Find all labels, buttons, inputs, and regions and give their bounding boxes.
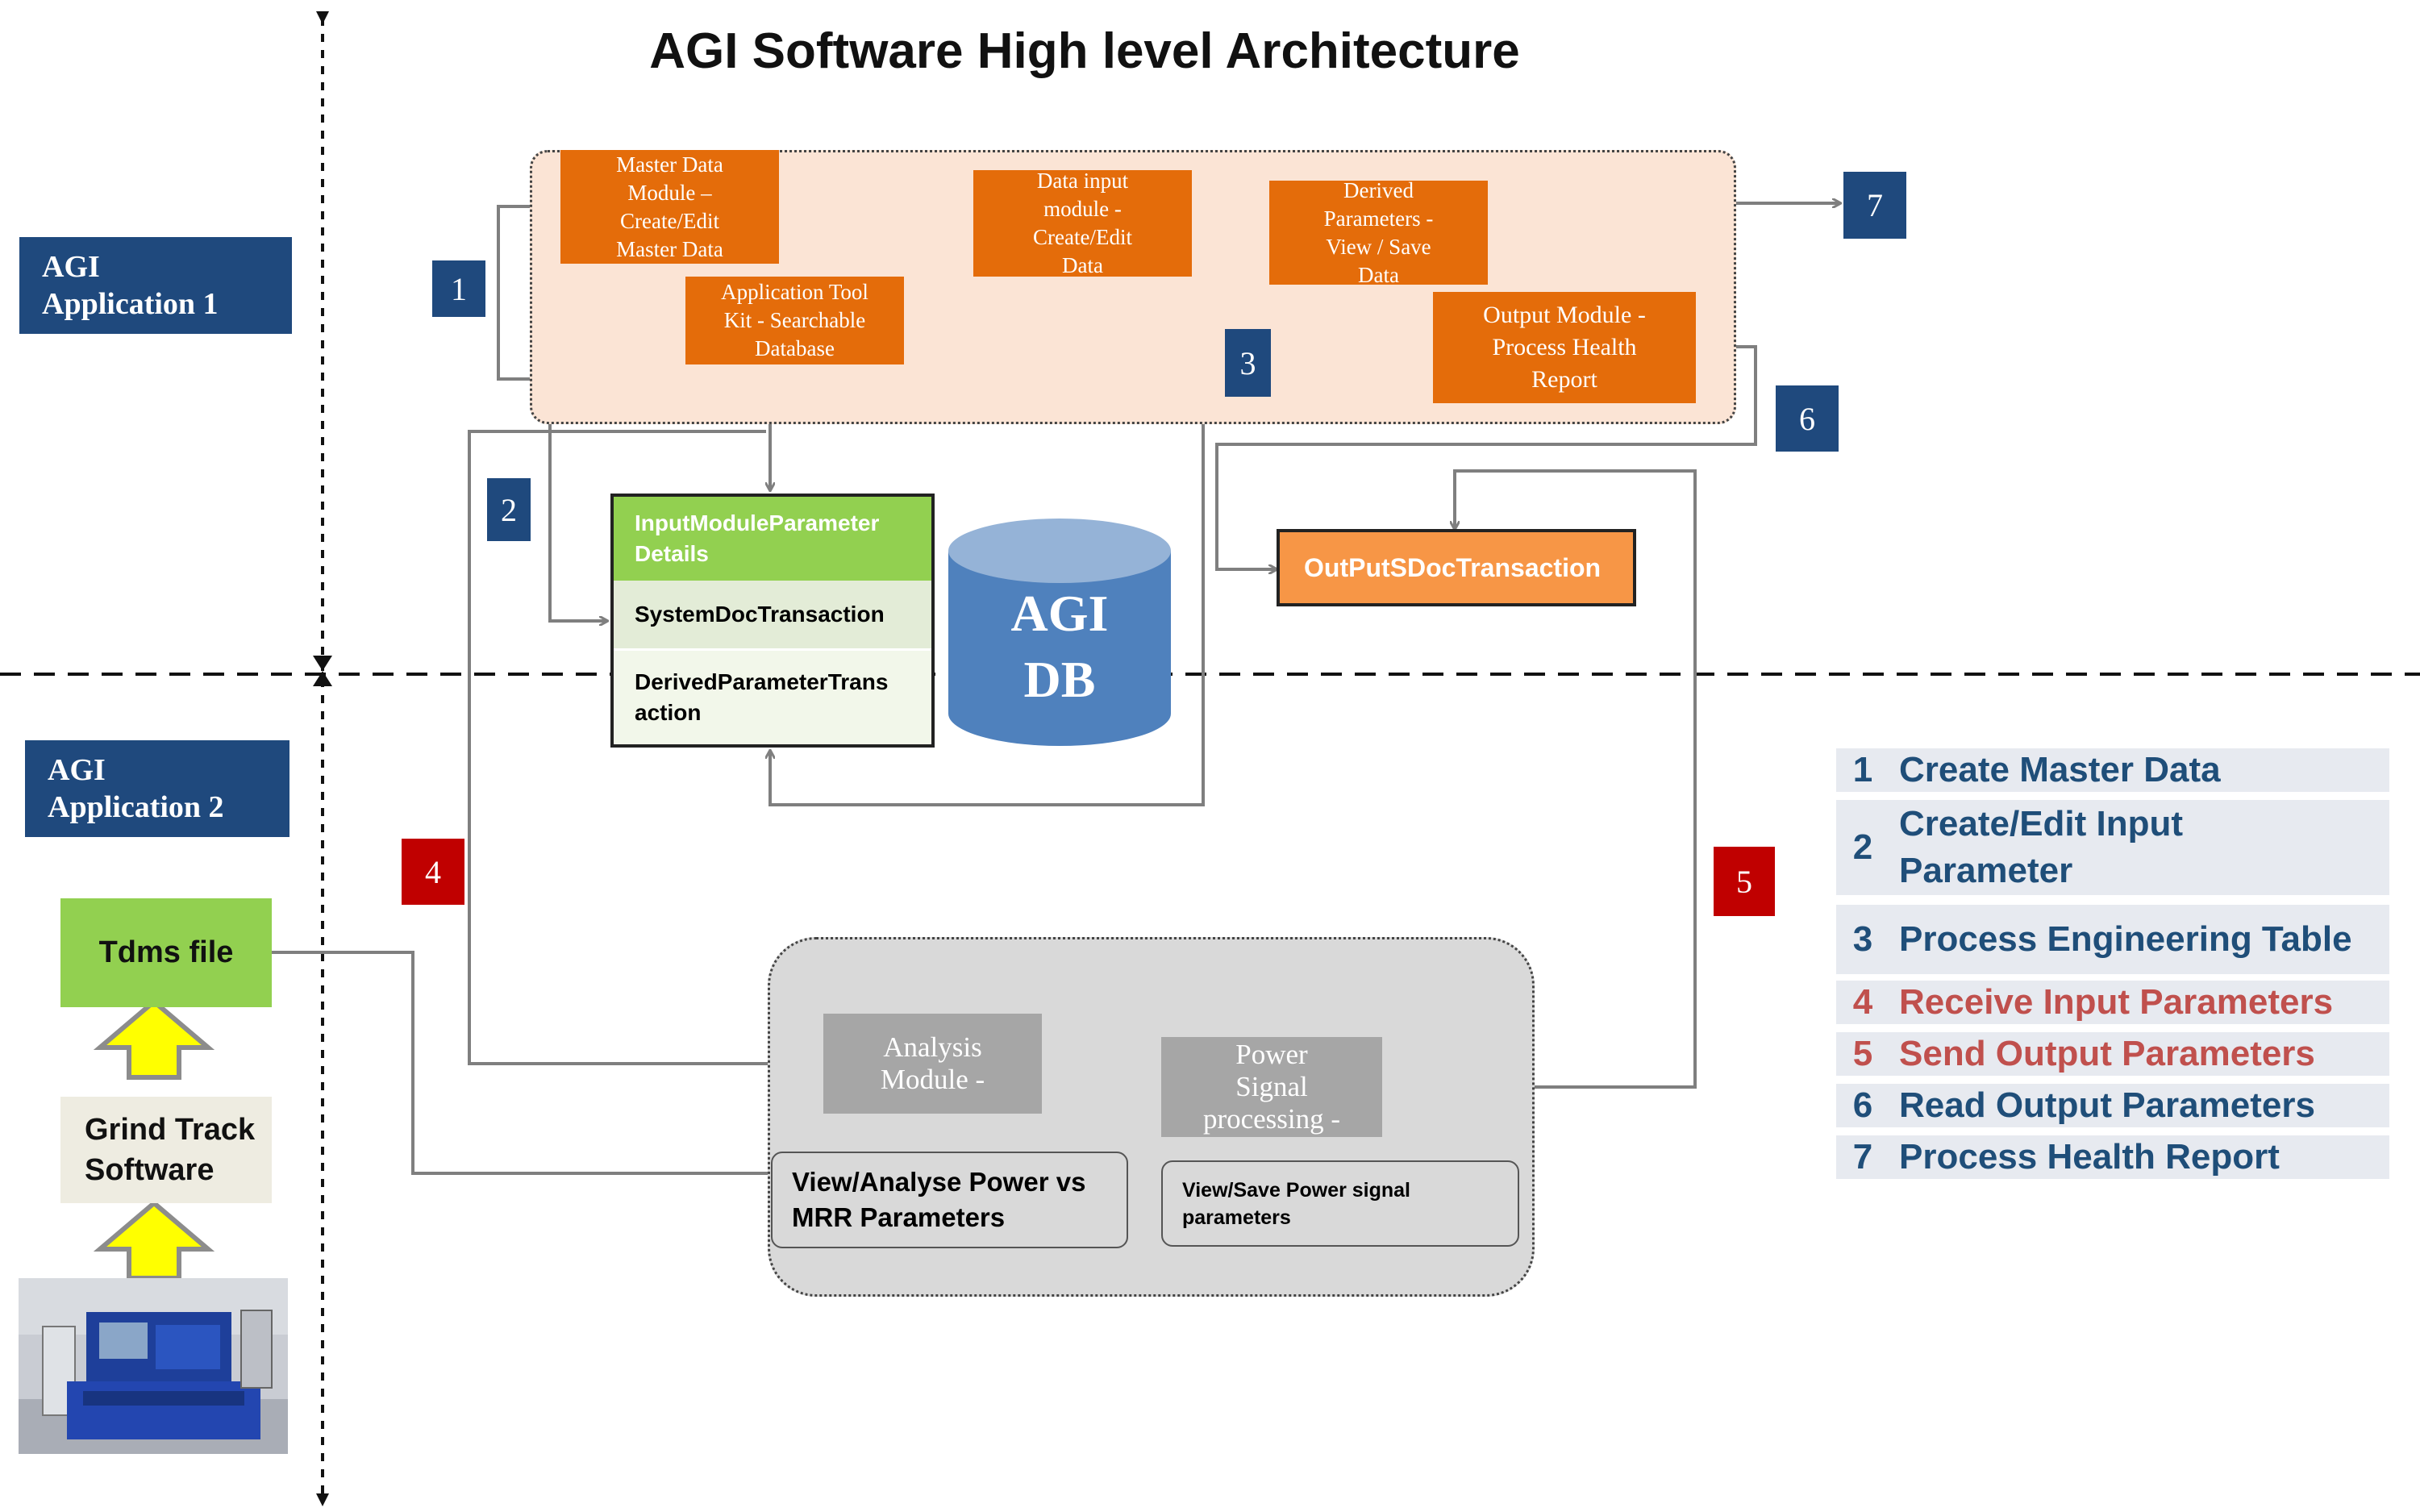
grinding-machine-image [19,1278,288,1454]
legend-row: 5 Send Output Parameters [1836,1032,2389,1076]
legend-row: 4 Receive Input Parameters [1836,981,2389,1024]
analysis-module[interactable]: Analysis Module - [823,1014,1042,1114]
app1-label-line: AGI [42,250,100,284]
up-arrow-icon [93,1200,215,1281]
module-text-line: Process Health [1492,334,1637,360]
app1-label-line: Application 1 [42,287,219,321]
view-analyse-power-box[interactable]: View/Analyse Power vs MRR Parameters [771,1152,1128,1248]
app1-label: AGI Application 1 [19,237,292,334]
module-text-line: Data [1358,262,1399,285]
module-text-line: Parameters - [1323,206,1434,231]
rbox-text-line: View/Save Power signal [1182,1178,1411,1202]
wire-read-output [1215,345,1757,569]
agi-db-cylinder [948,519,1171,746]
marker-4: 4 [402,839,464,905]
legend-number: 3 [1852,919,1873,959]
agi-db-label: AGI DB [948,581,1171,713]
page-title: AGI Software High level Architecture [649,23,1520,79]
module-text-line: Data [1062,253,1103,277]
module-text-line: Module - [880,1064,985,1095]
master-data-module[interactable]: Master Data Module – Create/Edit Master … [560,150,779,264]
legend-number: 1 [1852,750,1873,789]
rbox-text-line: MRR Parameters [792,1202,1006,1232]
app2-label-line: Application 2 [48,790,224,824]
legend-number: 4 [1852,982,1873,1022]
marker-3: 3 [1225,329,1271,397]
axis-mid-marker [313,656,332,686]
module-text-line: View / Save [1326,234,1431,259]
output-doc-transaction[interactable]: OutPutSDocTransaction [1277,529,1636,606]
module-text-line: module - [1043,197,1122,221]
tdms-file-box[interactable]: Tdms file [60,898,272,1007]
legend-text: Process Engineering Table [1899,919,2352,959]
wire-send-output [1382,469,1697,1089]
module-text-line: Report [1531,366,1597,393]
legend-text: Create/Edit Input Parameter [1899,804,2184,890]
marker-2: 2 [487,478,531,541]
data-input-module[interactable]: Data input module - Create/Edit Data [973,170,1192,277]
db-label-line: DB [1023,651,1096,708]
module-text-line: Master Data [616,152,723,177]
module-text-line: Data input [1036,170,1129,193]
module-text-line: Application Tool [721,280,868,304]
app-toolkit-module[interactable]: Application Tool Kit - Searchable Databa… [685,277,904,364]
grind-track-line: Grind Track [85,1113,256,1147]
module-text-line: Signal [1235,1071,1308,1102]
legend-number: 7 [1852,1137,1873,1177]
marker-6: 6 [1776,385,1839,452]
legend-number: 5 [1852,1034,1873,1073]
legend-number: 2 [1852,827,1873,867]
legend-text: Send Output Parameters [1899,1034,2315,1073]
legend-row: 1 Create Master Data [1836,748,2389,792]
grind-track-software-box[interactable]: Grind Track Software [60,1097,272,1203]
legend-text: Read Output Parameters [1899,1085,2315,1125]
rbox-text-line: View/Analyse Power vs [792,1167,1086,1197]
module-text-line: Analysis [883,1031,982,1063]
derived-parameter-transaction[interactable]: DerivedParameterTrans action [614,648,931,744]
app2-label: AGI Application 2 [25,740,289,837]
app2-label-line: AGI [48,753,106,787]
system-doc-transaction[interactable]: SystemDocTransaction [614,581,931,648]
module-text-line: Kit - Searchable [723,308,866,332]
marker-7: 7 [1843,172,1906,239]
db-label-line: AGI [1010,585,1109,642]
wire-receive-input [468,430,823,1065]
module-text-line: Output Module - [1483,302,1646,328]
input-module-parameter-details[interactable]: InputModuleParameter Details [614,497,931,581]
rbox-text-line: parameters [1182,1206,1291,1229]
module-text-line: Create/Edit [620,208,719,233]
legend-number: 6 [1852,1085,1873,1125]
module-text-line: Master Data [616,236,723,261]
grind-track-line: Software [85,1153,215,1187]
power-signal-processing-module[interactable]: Power Signal processing - [1161,1037,1382,1137]
legend-text: Receive Input Parameters [1899,982,2334,1022]
module-text-line: Module – [627,180,712,205]
marker-5: 5 [1714,847,1775,916]
table-text-line: DerivedParameterTrans [635,669,889,694]
legend-text: Create Master Data [1899,750,2221,789]
legend-text: Process Health Report [1899,1137,2280,1177]
marker-1: 1 [432,260,485,317]
parameter-tables: InputModuleParameter Details SystemDocTr… [610,494,935,748]
module-text-line: processing - [1202,1103,1341,1135]
legend-row: 6 Read Output Parameters [1836,1084,2389,1127]
table-text-line: InputModuleParameter [635,510,880,535]
legend-row: 7 Process Health Report [1836,1135,2389,1179]
legend-row: 3 Process Engineering Table [1836,905,2389,974]
module-text-line: Database [755,336,835,360]
legend-row: 2 Create/Edit Input Parameter [1836,800,2389,895]
up-arrow-icon [93,998,215,1080]
view-save-power-signal-box[interactable]: View/Save Power signal parameters [1161,1160,1519,1247]
module-text-line: Derived [1343,181,1414,202]
module-text-line: Power [1235,1039,1308,1070]
table-text-line: Details [635,541,709,566]
table-text-line: action [635,700,702,725]
derived-params-module[interactable]: Derived Parameters - View / Save Data [1269,181,1488,285]
output-module[interactable]: Output Module - Process Health Report [1433,292,1696,403]
module-text-line: Create/Edit [1033,225,1132,249]
